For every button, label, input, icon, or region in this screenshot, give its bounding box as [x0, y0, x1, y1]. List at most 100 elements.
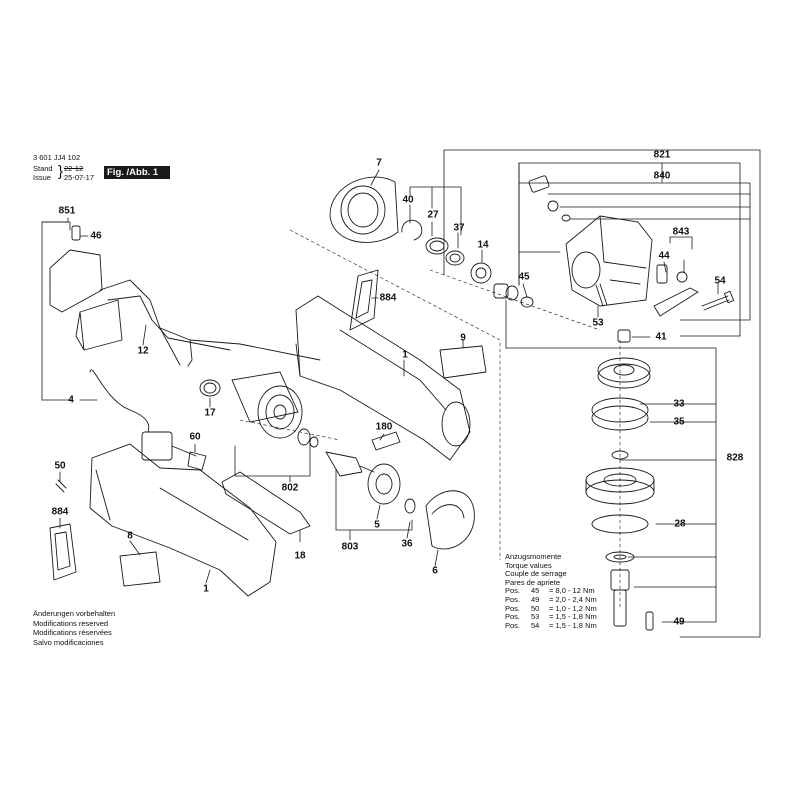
bearing-flange	[597, 357, 651, 389]
gear-head-housing	[565, 215, 653, 307]
part-label-1-bottom[interactable]: 1	[203, 583, 209, 595]
ring-17	[199, 379, 221, 397]
part-label-27[interactable]: 27	[427, 209, 439, 221]
note-en: Modifications reserved	[33, 618, 109, 628]
part-label-14[interactable]: 14	[477, 239, 489, 251]
part-label-54[interactable]: 54	[714, 275, 726, 287]
note-de: Änderungen vorbehalten	[33, 609, 116, 618]
leader-lines	[41, 149, 761, 638]
stand-label: Stand	[33, 164, 53, 173]
screw-54	[701, 290, 735, 311]
screw-53	[595, 283, 608, 307]
modification-notes: Änderungen vorbehalten Modifications res…	[33, 609, 115, 647]
part-label-5[interactable]: 5	[374, 519, 380, 531]
issue-label: Issue	[33, 173, 51, 182]
part-label-41[interactable]: 41	[655, 331, 667, 343]
bushing-41	[617, 329, 631, 343]
part-label-37[interactable]: 37	[453, 222, 465, 234]
figure-badge: Fig. /Abb. 1	[104, 166, 170, 179]
part-label-53[interactable]: 53	[592, 317, 604, 329]
circlip	[401, 219, 423, 241]
torque-heading-en: Torque values	[505, 560, 552, 570]
torque-row: Pos.49= 2,0 - 2,4 Nm	[505, 594, 597, 604]
electronics-module	[49, 225, 123, 351]
washer-36	[404, 498, 416, 514]
brace: }	[58, 163, 64, 180]
doc-code: 3 601 JJ4 102	[33, 153, 81, 162]
part-label-6[interactable]: 6	[432, 565, 438, 577]
seal-37	[445, 250, 465, 266]
torque-row: Pos.54= 1,5 - 1,8 Nm	[505, 620, 597, 630]
part-label-45[interactable]: 45	[518, 271, 530, 283]
part-label-802[interactable]: 802	[281, 482, 299, 494]
part-label-36[interactable]: 36	[401, 538, 413, 550]
torque-row: Pos.53= 1,5 - 1,8 Nm	[505, 612, 597, 622]
switch-rod	[99, 279, 321, 367]
part-label-60[interactable]: 60	[189, 431, 201, 443]
part-label-884-left[interactable]: 884	[51, 506, 69, 518]
switch-60	[141, 431, 207, 471]
gear-5	[367, 463, 401, 505]
wheel-guard-bottom	[425, 490, 475, 550]
housing-half-top	[295, 295, 471, 461]
part-label-1-top[interactable]: 1	[402, 349, 408, 361]
part-label-33[interactable]: 33	[673, 398, 685, 410]
part-label-35[interactable]: 35	[673, 416, 685, 428]
issue-value: 25-07-17	[64, 173, 95, 182]
part-label-4[interactable]: 4	[68, 394, 74, 406]
part-label-18[interactable]: 18	[294, 550, 306, 562]
part-label-840[interactable]: 840	[653, 170, 671, 182]
torque-heading-de: Anzugsmomente	[505, 552, 562, 561]
stand-value: 22-12	[64, 164, 84, 173]
part-label-843[interactable]: 843	[672, 226, 690, 238]
part-label-803[interactable]: 803	[341, 541, 359, 553]
part-label-40[interactable]: 40	[402, 194, 414, 206]
torque-values: Anzugsmomente Torque values Couple de se…	[505, 552, 597, 630]
part-label-884-top[interactable]: 884	[379, 292, 397, 304]
part-label-50[interactable]: 50	[54, 460, 66, 472]
ring-27	[425, 237, 449, 255]
part-label-180[interactable]: 180	[375, 421, 393, 433]
part-label-46[interactable]: 46	[90, 230, 102, 242]
part-label-828[interactable]: 828	[726, 452, 744, 464]
flange-35	[591, 397, 649, 431]
label-8	[119, 551, 161, 587]
cover-884-left	[49, 523, 77, 581]
part-label-49[interactable]: 49	[673, 616, 685, 628]
housing-half-bottom	[89, 443, 277, 597]
pinion-nut	[493, 283, 534, 308]
cable	[89, 369, 150, 433]
spindle	[610, 569, 630, 627]
motor	[231, 371, 303, 439]
note-fr: Modifications réservées	[33, 628, 112, 637]
cover-884-top	[349, 269, 379, 331]
note-es: Salvo modificaciones	[33, 637, 104, 647]
part-label-17[interactable]: 17	[204, 407, 216, 419]
wheel-guard-top	[329, 176, 399, 243]
part-label-7[interactable]: 7	[376, 157, 382, 169]
part-label-8[interactable]: 8	[127, 530, 133, 542]
spindle-lock-parts	[528, 175, 571, 222]
bearing-14	[470, 262, 492, 284]
torque-heading-es: Pares de apriete	[505, 577, 561, 587]
torque-row: Pos.50= 1,0 - 1,2 Nm	[505, 603, 597, 613]
o-ring-28	[591, 514, 649, 534]
washer	[605, 551, 635, 563]
torque-heading-fr: Couple de serrage	[505, 569, 567, 579]
flange-assembly	[585, 467, 655, 505]
torque-row: Pos.45= 8,0 - 12 Nm	[505, 586, 595, 596]
small-ring	[611, 450, 629, 460]
part-label-821[interactable]: 821	[653, 149, 671, 161]
part-label-28[interactable]: 28	[674, 518, 686, 530]
part-18	[221, 471, 311, 535]
part-label-44[interactable]: 44	[658, 250, 670, 262]
part-label-851[interactable]: 851	[58, 205, 76, 217]
part-180	[371, 431, 401, 451]
part-label-12[interactable]: 12	[137, 345, 149, 357]
part-label-9[interactable]: 9	[460, 332, 466, 344]
screw-50	[55, 479, 67, 493]
screw-49	[645, 611, 654, 631]
lock-button-parts	[653, 264, 699, 317]
fan-parts	[297, 428, 319, 448]
